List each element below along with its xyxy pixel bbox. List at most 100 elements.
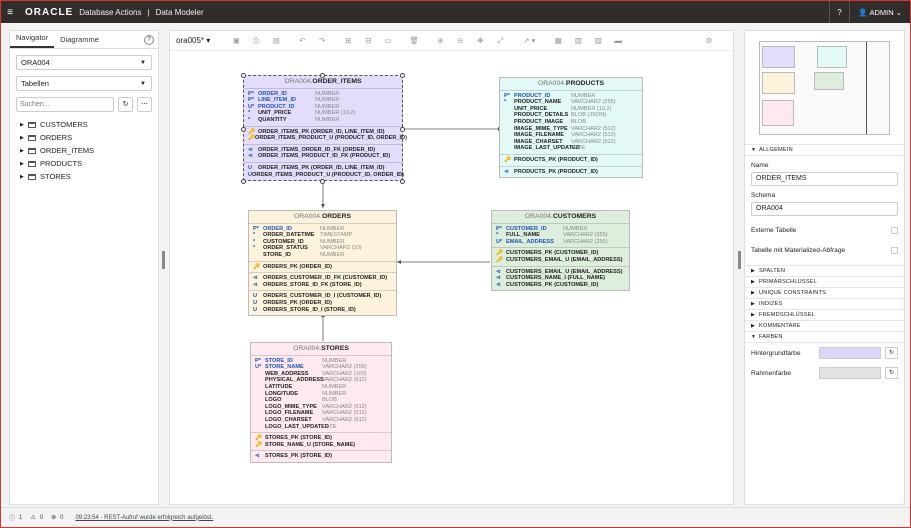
expand-icon[interactable]: ▶ [20, 134, 24, 141]
details-icon[interactable]: ▨ [594, 36, 602, 45]
resize-handle[interactable] [241, 73, 246, 78]
constraint-row[interactable]: 🔑STORE_NAME_U (STORE_NAME) [255, 442, 387, 449]
constraint-row[interactable]: 🔑STORES_PK (STORE_ID) [255, 435, 387, 442]
display-icon[interactable]: ▬ [614, 36, 623, 45]
zoom-in-icon[interactable]: ⊕ [437, 36, 444, 45]
constraint-row[interactable]: ⊲CUSTOMERS_NAME_I (FULL_NAME) [496, 275, 625, 282]
expand-icon[interactable]: ⤢ [497, 35, 504, 45]
new-view-icon[interactable]: ⊟ [365, 36, 372, 45]
settings-icon[interactable]: ⚙ [705, 36, 713, 45]
error-icon[interactable]: ⊗ [51, 515, 57, 521]
left-splitter-handle[interactable] [162, 251, 165, 269]
border-color-picker[interactable] [819, 367, 881, 379]
name-field[interactable]: ORDER_ITEMS [751, 172, 898, 186]
section-indexes[interactable]: ▶INDIZES [745, 299, 904, 310]
tab-navigator[interactable]: Navigator [10, 33, 55, 48]
object-type-select[interactable]: Tabellen▼ [16, 76, 152, 91]
user-menu[interactable]: 👤 ADMIN ⌄ [849, 1, 910, 23]
resize-handle[interactable] [320, 179, 325, 184]
entity-header[interactable]: ORA004.STORES [251, 343, 391, 355]
resize-handle[interactable] [400, 127, 405, 132]
resize-handle[interactable] [400, 179, 405, 184]
right-splitter-handle[interactable] [738, 251, 741, 269]
section-columns[interactable]: ▶SPALTEN [745, 266, 904, 277]
constraint-row[interactable]: ⊲PRODUCTS_PK (PRODUCT_ID) [504, 169, 638, 176]
schema-select[interactable]: ORA004▼ [16, 55, 152, 70]
zoom-out-icon[interactable]: ⊖ [457, 36, 464, 45]
constraint-row[interactable]: 🔑CUSTOMERS_PK (CUSTOMER_ID) [496, 250, 625, 257]
search-input[interactable] [16, 97, 114, 112]
mv-table-checkbox[interactable] [891, 246, 898, 254]
schema-field[interactable]: ORA004 [751, 202, 898, 216]
info-icon[interactable]: ⓘ [9, 516, 16, 522]
external-table-checkbox[interactable] [891, 226, 898, 234]
help-icon[interactable]: ? [829, 1, 849, 23]
warning-icon[interactable]: ⚠ [30, 515, 36, 521]
tree-item-products[interactable]: ▶PRODUCTS [10, 157, 158, 170]
menu-icon[interactable]: ≡ [7, 6, 13, 18]
constraint-row[interactable]: ⊲CUSTOMERS_PK (CUSTOMER_ID) [496, 282, 625, 289]
constraint-row[interactable]: 🔑CUSTOMERS_EMAIL_U (EMAIL_ADDRESS) [496, 257, 625, 264]
app-name[interactable]: Database Actions [79, 7, 142, 17]
fit-icon[interactable]: ✥ [477, 36, 484, 45]
more-button[interactable]: ⋯ [137, 97, 152, 112]
constraint-row[interactable]: 🔑ORDERS_PK (ORDER_ID) [253, 264, 392, 271]
entity-header[interactable]: ORA004.CUSTOMERS [492, 211, 629, 223]
bg-color-picker[interactable] [819, 347, 881, 359]
resize-handle[interactable] [400, 73, 405, 78]
section-comments[interactable]: ▶KOMMENTARE [745, 321, 904, 332]
constraint-row[interactable]: ⊲STORES_PK (STORE_ID) [255, 453, 387, 460]
tree-item-orders[interactable]: ▶ORDERS [10, 131, 158, 144]
constraint-row[interactable]: ⊲ORDER_ITEMS_PRODUCT_ID_FK (PRODUCT_ID) [248, 153, 398, 160]
reset-icon[interactable]: ↻ [885, 367, 898, 379]
reset-icon[interactable]: ↻ [885, 347, 898, 359]
resize-handle[interactable] [241, 179, 246, 184]
entity-header[interactable]: ORA004.ORDER_ITEMS [244, 76, 402, 88]
export-icon[interactable]: ▤ [272, 36, 280, 45]
tree-item-customers[interactable]: ▶CUSTOMERS [10, 118, 158, 131]
constraint-row[interactable]: ⊲CUSTOMERS_EMAIL_U (EMAIL_ADDRESS) [496, 269, 625, 276]
save-icon[interactable]: ▣ [232, 36, 240, 45]
constraint-row[interactable]: 🔑ORDER_ITEMS_PRODUCT_U (PRODUCT_ID, ORDE… [248, 135, 407, 142]
entity-header[interactable]: ORA004.PRODUCTS [500, 78, 642, 90]
constraint-row[interactable]: ⊲ORDERS_STORE_ID_FK (STORE_ID) [253, 282, 392, 289]
expand-icon[interactable]: ▶ [20, 173, 24, 180]
diagram-selector[interactable]: ora005* ▾ [176, 36, 210, 45]
section-unique-constraints[interactable]: ▶UNIQUE CONSTRAINTS [745, 288, 904, 299]
constraint-row[interactable]: 🔑PRODUCTS_PK (PRODUCT_ID) [504, 157, 638, 164]
section-general[interactable]: ▼ALLGEMEIN [745, 145, 904, 156]
constraint-row[interactable]: ⊲ORDERS_CUSTOMER_ID_FK (CUSTOMER_ID) [253, 275, 392, 282]
resize-handle[interactable] [320, 73, 325, 78]
expand-icon[interactable]: ▶ [20, 121, 24, 128]
tree-item-order-items[interactable]: ▶ORDER_ITEMS [10, 144, 158, 157]
